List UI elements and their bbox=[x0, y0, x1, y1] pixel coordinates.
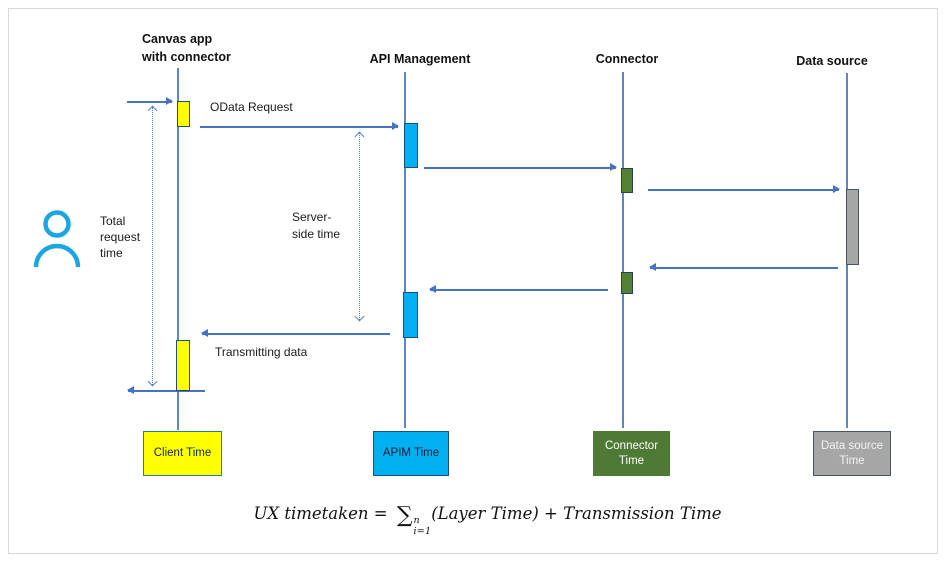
formula-rhs: (Layer Time) + Transmission Time bbox=[431, 504, 722, 523]
legend-connector-time: Connector Time bbox=[593, 431, 670, 476]
server-side-time-arrow bbox=[359, 133, 360, 320]
lifeline-title-apim: API Management bbox=[369, 52, 471, 66]
activation-apim-response bbox=[403, 292, 418, 338]
lifeline-title-connector: Connector bbox=[595, 52, 659, 66]
person-icon bbox=[33, 205, 89, 268]
lifeline-connector bbox=[622, 72, 624, 428]
legend-datasource-time: Data source Time bbox=[813, 431, 891, 476]
sigma-upper-limit: n bbox=[413, 515, 420, 526]
odata-request-label: OData Request bbox=[210, 100, 293, 114]
page-border bbox=[8, 8, 938, 554]
lifeline-title-canvas: Canvas app with connector bbox=[142, 32, 231, 65]
arrow-connector-to-datasource bbox=[648, 186, 840, 193]
transmitting-data-label: Transmitting data bbox=[215, 345, 308, 359]
sigma-lower-limit: i=1 bbox=[413, 525, 432, 537]
sigma-symbol: ∑ bbox=[396, 503, 413, 528]
arrow-user-request-in bbox=[127, 98, 173, 105]
legend-apim-time: APIM Time bbox=[373, 431, 449, 476]
arrow-datasource-to-connector bbox=[649, 264, 838, 271]
legend-client-time: Client Time bbox=[143, 431, 222, 476]
server-side-time-label: Server- side time bbox=[292, 210, 341, 242]
activation-canvas-response bbox=[176, 340, 190, 391]
total-request-time-arrow bbox=[152, 107, 153, 385]
activation-connector-response bbox=[621, 272, 633, 294]
arrow-apim-to-canvas bbox=[201, 330, 390, 337]
activation-connector-request bbox=[621, 168, 633, 193]
arrow-connector-to-apim bbox=[429, 286, 608, 293]
formula-lhs: UX timetaken = bbox=[253, 504, 393, 523]
activation-apim-request bbox=[404, 123, 418, 168]
lifeline-canvas bbox=[177, 68, 179, 430]
total-request-time-label: Total request time bbox=[100, 214, 141, 260]
arrow-odata-request bbox=[200, 123, 399, 130]
activation-datasource bbox=[846, 189, 859, 265]
arrow-apim-to-connector bbox=[424, 164, 617, 171]
lifeline-title-datasource: Data source bbox=[796, 54, 868, 68]
lifeline-apim bbox=[404, 72, 406, 428]
activation-canvas-request bbox=[177, 101, 190, 127]
arrow-response-out bbox=[127, 387, 205, 394]
